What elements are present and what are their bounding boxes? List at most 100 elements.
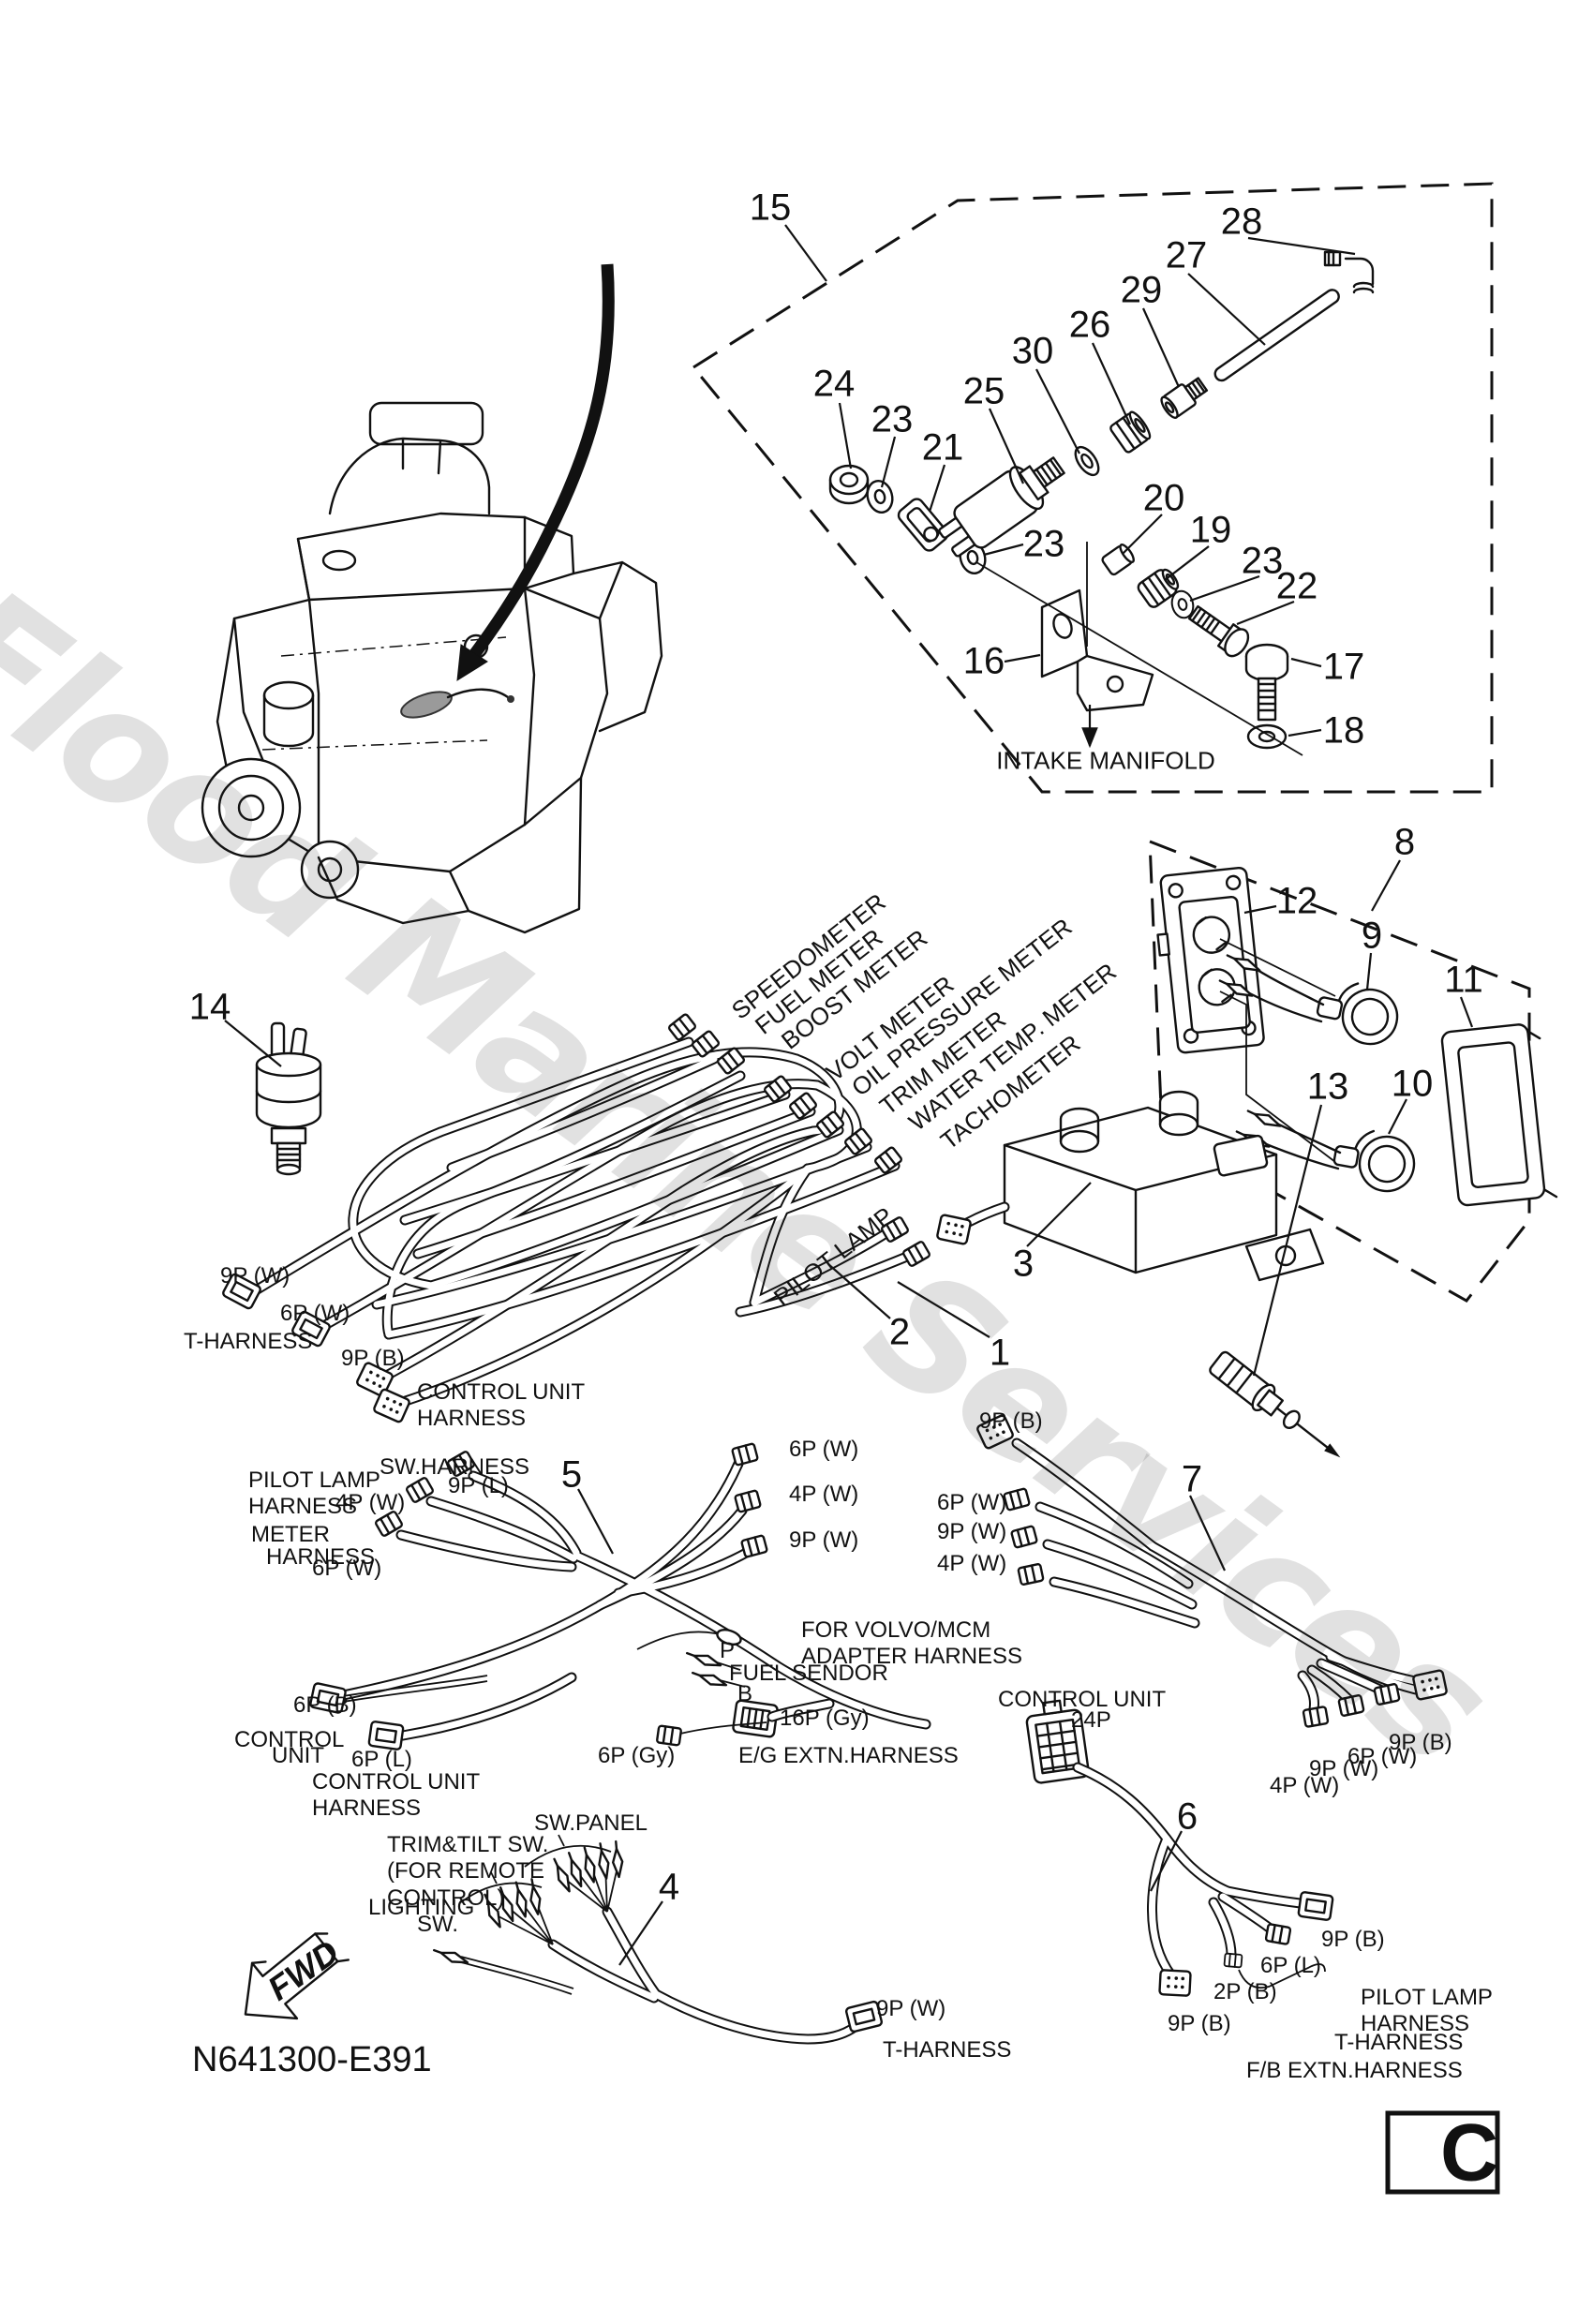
callout-3: 3 <box>1012 1243 1035 1285</box>
h1-label-control-unit-harness: CONTROL UNIT HARNESS <box>417 1379 586 1432</box>
h5-label-eg-extn-harness: E/G EXTN.HARNESS <box>738 1743 959 1768</box>
h5-label-6p-w-right: 6P (W) <box>789 1437 859 1462</box>
callout-26: 26 <box>1068 304 1111 346</box>
h1-label-9p-w: 9P (W) <box>220 1263 290 1289</box>
h5-label-fuel-sendor: FUEL SENDOR <box>729 1661 888 1686</box>
h6-label-t-harness: T-HARNESS <box>1334 2030 1464 2055</box>
h7-label-6p-w: 6P (W) <box>937 1490 1007 1515</box>
callout-14: 14 <box>188 986 231 1028</box>
h1-label-6p-w: 6P (W) <box>280 1301 350 1326</box>
h5-label-b: B <box>737 1681 753 1706</box>
h4-label-sw: SW. <box>417 1912 459 1937</box>
intake-manifold-caption: INTAKE MANIFOLD <box>996 746 1215 775</box>
h6-label-pilot-lamp-harness: PILOT LAMP HARNESS <box>1361 1985 1493 2037</box>
callout-28: 28 <box>1220 201 1263 243</box>
fwd-arrow-label: FWD <box>261 1932 346 2008</box>
callout-11: 11 <box>1444 959 1483 1001</box>
harness-6-illustration <box>1025 1699 1334 1998</box>
h5-label-pilot-lamp-harness: PILOT LAMP HARNESS <box>248 1467 380 1520</box>
h5-label-meter: METER <box>251 1522 330 1547</box>
callout-2: 2 <box>888 1311 911 1353</box>
harness-5-illustration <box>308 1442 931 1751</box>
meter-label-pilot-lamp: PILOT LAMP <box>768 1200 899 1312</box>
h1-label-t-harness: T-HARNESS <box>184 1329 313 1354</box>
h6-label-6p-l: 6P (L) <box>1260 1953 1321 1978</box>
callout-25: 25 <box>962 370 1005 412</box>
h7-label-control-unit: CONTROL UNIT <box>998 1687 1167 1712</box>
callout-21: 21 <box>921 426 964 469</box>
engine-illustration <box>201 401 663 934</box>
h7-label-9p-w: 9P (W) <box>937 1519 1007 1544</box>
meter-harness-illustration <box>220 1012 932 1424</box>
sheet-letter-box <box>1385 2110 1500 2195</box>
h6-label-fb-extn-harness: F/B EXTN.HARNESS <box>1246 2058 1463 2083</box>
h6-label-9p-b-right: 9P (B) <box>1321 1927 1385 1952</box>
control-unit-device <box>935 1090 1325 1282</box>
callout-27: 27 <box>1165 234 1208 276</box>
h1-label-9p-b: 9P (B) <box>341 1346 405 1371</box>
sensor-14-illustration <box>255 1021 322 1176</box>
h5-label-6p-l: 6P (L) <box>351 1747 412 1772</box>
h5-label-p: P <box>720 1638 736 1663</box>
h5-label-control-unit-harness: CONTROL UNIT HARNESS <box>312 1769 481 1822</box>
h5-label-6p-gy: 6P (Gy) <box>598 1743 676 1768</box>
h5-label-9p-w-right: 9P (W) <box>789 1527 859 1553</box>
callout-9: 9 <box>1361 915 1383 957</box>
h7-label-9p-b-bottom: 9P (B) <box>1389 1730 1452 1755</box>
h6-label-2p-b: 2P (B) <box>1213 1979 1277 2004</box>
harness-7-illustration <box>975 1413 1449 1729</box>
callout-23-a: 23 <box>871 398 914 440</box>
callout-23-b: 23 <box>1241 540 1284 582</box>
callout-19: 19 <box>1189 509 1232 551</box>
h5-label-control: CONTROL <box>234 1727 345 1752</box>
callout-30: 30 <box>1011 330 1054 372</box>
panel-kit-box <box>1148 839 1558 1303</box>
h4-label-trim-tilt: TRIM&TILT SW. (FOR REMOTE CONTROL) <box>387 1832 549 1911</box>
h4-label-sw-panel: SW.PANEL <box>534 1810 648 1836</box>
callout-20: 20 <box>1142 477 1185 519</box>
callout-7: 7 <box>1181 1458 1203 1500</box>
highlighted-sensor-location <box>400 688 514 719</box>
engine-pointer-arrow <box>456 263 615 681</box>
callout-23-c: 23 <box>1022 523 1065 565</box>
callout-22: 22 <box>1275 565 1318 607</box>
callout-10: 10 <box>1391 1063 1434 1105</box>
h7-label-24p: 24P <box>1071 1707 1111 1733</box>
h7-label-4p-w: 4P (W) <box>937 1551 1007 1576</box>
sheet-letter: C <box>1439 2108 1499 2198</box>
callout-5: 5 <box>560 1453 583 1496</box>
fwd-arrow-icon <box>244 1932 350 2020</box>
h5-label-meter-harness: HARNESS <box>266 1544 376 1570</box>
h7-label-9p-b-top: 9P (B) <box>979 1408 1043 1434</box>
h4-label-t-harness: T-HARNESS <box>883 2037 1012 2063</box>
h5-label-4p-w: 4P (W) <box>335 1490 406 1515</box>
harness-4-illustration <box>431 1834 884 2045</box>
h5-label-4p-w-right: 4P (W) <box>789 1482 859 1507</box>
callout-24: 24 <box>812 363 856 405</box>
sensor-13-illustration <box>1209 1350 1341 1458</box>
h5-label-volvo-adapter: FOR VOLVO/MCM ADAPTER HARNESS <box>801 1617 1023 1670</box>
callout-15: 15 <box>749 186 792 229</box>
callout-12: 12 <box>1275 880 1318 922</box>
h4-label-9p-w: 9P (W) <box>876 1996 946 2021</box>
h5-label-sw-harness: SW.HARNESS <box>380 1454 530 1480</box>
bracket-16 <box>1040 588 1154 712</box>
callout-8: 8 <box>1393 821 1416 863</box>
part-code: N641300-E391 <box>192 2040 432 2079</box>
callout-13: 13 <box>1306 1065 1349 1108</box>
callout-16: 16 <box>962 640 1005 682</box>
callout-17: 17 <box>1322 646 1365 688</box>
callout-leaders <box>224 224 1474 1966</box>
h6-label-9p-b-left: 9P (B) <box>1168 2011 1231 2036</box>
h7-label-4p-w-bottom: 4P (W) <box>1270 1773 1340 1798</box>
h5-label-6p-w-left: 6P (W) <box>312 1556 382 1581</box>
h5-label-unit: UNIT <box>272 1743 324 1768</box>
callout-29: 29 <box>1120 269 1163 311</box>
h4-label-lighting: LIGHTING <box>368 1895 475 1920</box>
h7-label-9p-w-bottom: 9P (W) <box>1309 1756 1379 1781</box>
callout-18: 18 <box>1322 709 1365 752</box>
h5-label-16p-gy: 16P (Gy) <box>780 1706 870 1731</box>
